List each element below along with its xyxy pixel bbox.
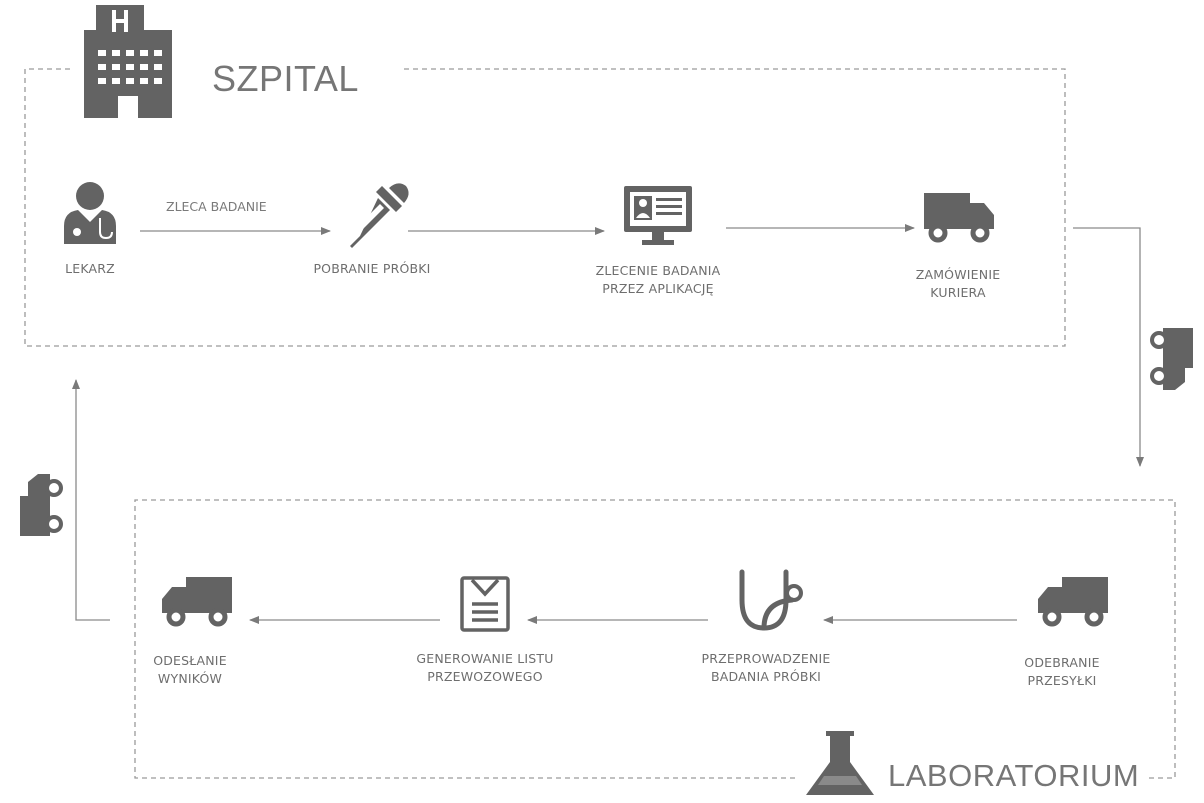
truck-icon bbox=[924, 193, 994, 243]
lab-flow-arrows bbox=[72, 379, 1017, 624]
edge-label: ZLECA BADANIE bbox=[166, 199, 267, 214]
node-label-test: PRZEPROWADZENIE BADANIA PRÓBKI bbox=[701, 651, 831, 684]
node-label-courier: ZAMÓWIENIE KURIERA bbox=[915, 267, 1001, 300]
node-label-send-results: ODESŁANIE WYNIKÓW bbox=[153, 653, 227, 686]
node-label-sampling: POBRANIE PRÓBKI bbox=[313, 261, 431, 276]
truck-icon bbox=[1038, 577, 1108, 627]
flask-icon bbox=[806, 731, 874, 795]
computer-form-icon bbox=[624, 186, 692, 245]
doctor-icon bbox=[64, 182, 116, 244]
hospital-boundary bbox=[24, 68, 1066, 347]
node-label-order: ZLECENIE BADANIA PRZEZ APLIKACJĘ bbox=[595, 263, 721, 296]
waybill-icon bbox=[460, 576, 510, 632]
hospital-title: SZPITAL bbox=[202, 58, 369, 100]
node-label-receive: ODEBRANIE PRZESYŁKI bbox=[1024, 655, 1100, 688]
laboratory-title: LABORATORIUM bbox=[880, 758, 1148, 794]
return-truck-icon bbox=[20, 474, 63, 536]
laboratory-boundary bbox=[134, 499, 1176, 779]
pipette-icon bbox=[350, 183, 409, 248]
node-label-doctor: LEKARZ bbox=[65, 261, 115, 276]
hospital-flow-arrows bbox=[140, 224, 1144, 467]
stethoscope-icon bbox=[739, 569, 803, 631]
hospital-icon bbox=[84, 5, 172, 118]
truck-icon bbox=[162, 577, 232, 627]
courier-truck-icon bbox=[1150, 328, 1193, 390]
node-label-waybill: GENEROWANIE LISTU PRZEWOZOWEGO bbox=[416, 651, 554, 684]
